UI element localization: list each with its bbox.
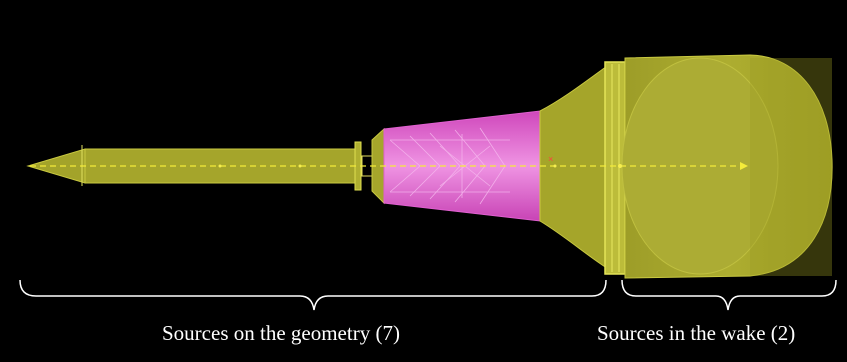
axis-markers bbox=[218, 164, 622, 168]
hub-flare bbox=[539, 63, 611, 271]
wake-bracket bbox=[621, 279, 837, 311]
wake-shade bbox=[750, 58, 832, 276]
nose-cone bbox=[26, 148, 86, 184]
geometry-rendering: × bbox=[19, 54, 837, 311]
wake-sources-label: Sources in the wake (2) bbox=[597, 321, 796, 345]
geometry-sources-label: Sources on the geometry (7) bbox=[162, 321, 400, 345]
x-marker-icon: × bbox=[548, 154, 553, 164]
arrowhead-icon bbox=[740, 162, 748, 170]
geometry-bracket bbox=[19, 279, 607, 311]
